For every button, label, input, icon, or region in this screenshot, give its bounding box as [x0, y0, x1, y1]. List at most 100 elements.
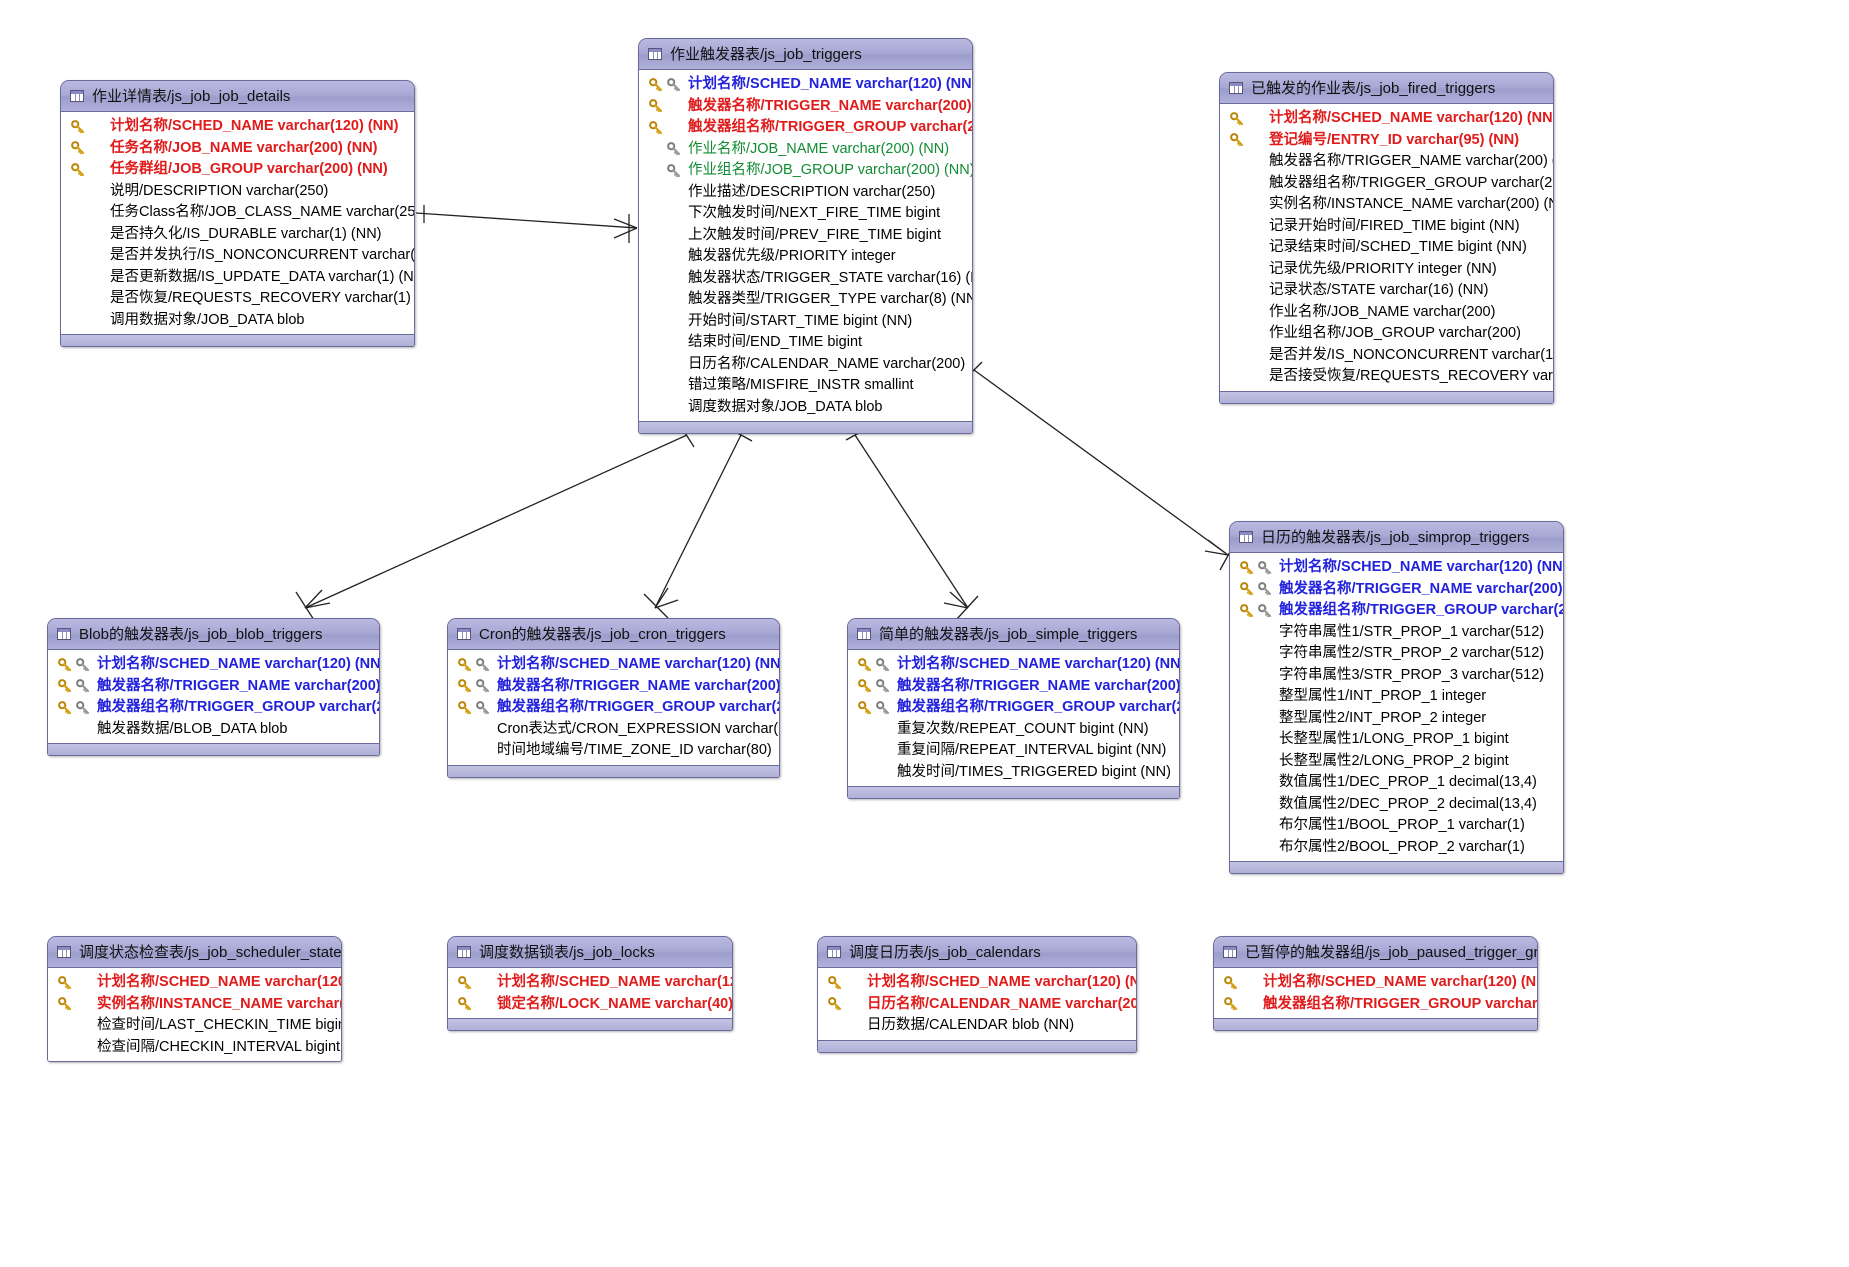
attribute-row[interactable]: 计划名称/SCHED_NAME varchar(120) (NN)	[48, 972, 341, 994]
attribute-row[interactable]: 实例名称/INSTANCE_NAME varchar(200) (NN)	[1220, 194, 1553, 216]
attribute-row[interactable]: 作业名称/JOB_NAME varchar(200) (NN)	[639, 139, 972, 161]
attribute-row[interactable]: 调用数据对象/JOB_DATA blob	[61, 310, 414, 332]
attribute-row[interactable]: 结束时间/END_TIME bigint	[639, 332, 972, 354]
attribute-row[interactable]: 触发器名称/TRIGGER_NAME varchar(200) (NN)	[48, 676, 379, 698]
attribute-label: 计划名称/SCHED_NAME varchar(120) (NN)	[1279, 559, 1564, 575]
attribute-row[interactable]: 计划名称/SCHED_NAME varchar(120) (NN)	[1220, 108, 1553, 130]
attribute-row[interactable]: 触发时间/TIMES_TRIGGERED bigint (NN)	[848, 762, 1179, 784]
attribute-row[interactable]: 时间地域编号/TIME_ZONE_ID varchar(80)	[448, 740, 779, 762]
attribute-row[interactable]: 记录状态/STATE varchar(16) (NN)	[1220, 280, 1553, 302]
attribute-row[interactable]: 说明/DESCRIPTION varchar(250)	[61, 181, 414, 203]
attribute-row[interactable]: 触发器优先级/PRIORITY integer	[639, 246, 972, 268]
attribute-row[interactable]: 触发器组名称/TRIGGER_GROUP varchar(200) (NN)	[1214, 994, 1537, 1016]
attribute-row[interactable]: 是否接受恢复/REQUESTS_RECOVERY varchar(1)	[1220, 366, 1553, 388]
attribute-row[interactable]: 触发器名称/TRIGGER_NAME varchar(200) (NN)	[639, 96, 972, 118]
attribute-row[interactable]: 下次触发时间/NEXT_FIRE_TIME bigint	[639, 203, 972, 225]
entity-triggers[interactable]: 作业触发器表/js_job_triggers 计划名称/SCHED_NAME v…	[638, 38, 973, 434]
attribute-row[interactable]: 检查时间/LAST_CHECKIN_TIME bigint (NN)	[48, 1015, 341, 1037]
attribute-row[interactable]: 计划名称/SCHED_NAME varchar(120) (NN)	[48, 654, 379, 676]
attribute-row[interactable]: 重复次数/REPEAT_COUNT bigint (NN)	[848, 719, 1179, 741]
attribute-row[interactable]: 触发器名称/TRIGGER_NAME varchar(200) (NN)	[448, 676, 779, 698]
entity-calendars[interactable]: 调度日历表/js_job_calendars 计划名称/SCHED_NAME v…	[817, 936, 1137, 1053]
attribute-row[interactable]: 整型属性2/INT_PROP_2 integer	[1230, 708, 1563, 730]
entity-paused_trigger_grps[interactable]: 已暂停的触发器组/js_job_paused_trigger_grps 计划名称…	[1213, 936, 1538, 1031]
attribute-row[interactable]: 检查间隔/CHECKIN_INTERVAL bigint (NN)	[48, 1037, 341, 1059]
attribute-row[interactable]: 错过策略/MISFIRE_INSTR smallint	[639, 375, 972, 397]
attribute-row[interactable]: 计划名称/SCHED_NAME varchar(120) (NN)	[448, 654, 779, 676]
attribute-row[interactable]: 作业名称/JOB_NAME varchar(200)	[1220, 302, 1553, 324]
attribute-row[interactable]: 任务名称/JOB_NAME varchar(200) (NN)	[61, 138, 414, 160]
attribute-row[interactable]: 计划名称/SCHED_NAME varchar(120) (NN)	[848, 654, 1179, 676]
entity-title-text: Cron的触发器表/js_job_cron_triggers	[479, 626, 726, 643]
attribute-row[interactable]: 调度数据对象/JOB_DATA blob	[639, 397, 972, 419]
attribute-row[interactable]: 作业组名称/JOB_GROUP varchar(200)	[1220, 323, 1553, 345]
attribute-label: 触发器名称/TRIGGER_NAME varchar(200) (NN)	[1279, 580, 1563, 597]
entity-locks[interactable]: 调度数据锁表/js_job_locks 计划名称/SCHED_NAME varc…	[447, 936, 733, 1031]
attribute-row[interactable]: 是否更新数据/IS_UPDATE_DATA varchar(1) (NN)	[61, 267, 414, 289]
attribute-row[interactable]: 计划名称/SCHED_NAME varchar(120) (NN)	[1230, 557, 1563, 579]
attribute-row[interactable]: 布尔属性2/BOOL_PROP_2 varchar(1)	[1230, 837, 1563, 859]
attribute-row[interactable]: 记录结束时间/SCHED_TIME bigint (NN)	[1220, 237, 1553, 259]
foreign-key-icon	[665, 75, 683, 95]
attribute-row[interactable]: 触发器组名称/TRIGGER_GROUP varchar(200) (NN)	[639, 117, 972, 139]
attribute-row[interactable]: 锁定名称/LOCK_NAME varchar(40) (NN)	[448, 994, 732, 1016]
attribute-row[interactable]: 触发器组名称/TRIGGER_GROUP varchar(200) (NN)	[48, 697, 379, 719]
attribute-row[interactable]: 触发器名称/TRIGGER_NAME varchar(200) (NN)	[1220, 151, 1553, 173]
attribute-row[interactable]: 作业组名称/JOB_GROUP varchar(200) (NN)	[639, 160, 972, 182]
attribute-row[interactable]: 触发器组名称/TRIGGER_GROUP varchar(200) (NN)	[448, 697, 779, 719]
entity-simple_triggers[interactable]: 简单的触发器表/js_job_simple_triggers 计划名称/SCHE…	[847, 618, 1180, 799]
rel-job-details-to-triggers	[415, 205, 638, 243]
attribute-row[interactable]: 是否并发/IS_NONCONCURRENT varchar(1)	[1220, 345, 1553, 367]
attribute-row[interactable]: 整型属性1/INT_PROP_1 integer	[1230, 686, 1563, 708]
attribute-row[interactable]: 任务Class名称/JOB_CLASS_NAME varchar(250) (N…	[61, 202, 414, 224]
attribute-row[interactable]: 触发器组名称/TRIGGER_GROUP varchar(200) (NN)	[848, 697, 1179, 719]
entity-blob_triggers[interactable]: Blob的触发器表/js_job_blob_triggers 计划名称/SCHE…	[47, 618, 380, 756]
attribute-row[interactable]: 触发器组名称/TRIGGER_GROUP varchar(200) (NN)	[1220, 173, 1553, 195]
attribute-row[interactable]: 是否并发执行/IS_NONCONCURRENT varchar(1) (NN)	[61, 245, 414, 267]
attribute-row[interactable]: 计划名称/SCHED_NAME varchar(120) (NN)	[61, 116, 414, 138]
attribute-row[interactable]: 数值属性2/DEC_PROP_2 decimal(13,4)	[1230, 794, 1563, 816]
attribute-row[interactable]: Cron表达式/CRON_EXPRESSION varchar(120) (NN…	[448, 719, 779, 741]
attribute-row[interactable]: 触发器名称/TRIGGER_NAME varchar(200) (NN)	[1230, 579, 1563, 601]
attribute-row[interactable]: 布尔属性1/BOOL_PROP_1 varchar(1)	[1230, 815, 1563, 837]
entity-simprop_triggers[interactable]: 日历的触发器表/js_job_simprop_triggers 计划名称/SCH…	[1229, 521, 1564, 874]
entity-job_details[interactable]: 作业详情表/js_job_job_details 计划名称/SCHED_NAME…	[60, 80, 415, 347]
attribute-row[interactable]: 记录优先级/PRIORITY integer (NN)	[1220, 259, 1553, 281]
attribute-row[interactable]: 触发器组名称/TRIGGER_GROUP varchar(200) (NN)	[1230, 600, 1563, 622]
attribute-row[interactable]: 是否恢复/REQUESTS_RECOVERY varchar(1) (NN)	[61, 288, 414, 310]
attribute-row[interactable]: 登记编号/ENTRY_ID varchar(95) (NN)	[1220, 130, 1553, 152]
attribute-label: 字符串属性1/STR_PROP_1 varchar(512)	[1279, 623, 1545, 640]
attribute-row[interactable]: 日历名称/CALENDAR_NAME varchar(200)	[639, 354, 972, 376]
attribute-row[interactable]: 是否持久化/IS_DURABLE varchar(1) (NN)	[61, 224, 414, 246]
attribute-row[interactable]: 记录开始时间/FIRED_TIME bigint (NN)	[1220, 216, 1553, 238]
entity-cron_triggers[interactable]: Cron的触发器表/js_job_cron_triggers 计划名称/SCHE…	[447, 618, 780, 778]
attribute-row[interactable]: 重复间隔/REPEAT_INTERVAL bigint (NN)	[848, 740, 1179, 762]
attribute-row[interactable]: 触发器类型/TRIGGER_TYPE varchar(8) (NN)	[639, 289, 972, 311]
attribute-row[interactable]: 字符串属性3/STR_PROP_3 varchar(512)	[1230, 665, 1563, 687]
attribute-row[interactable]: 实例名称/INSTANCE_NAME varchar(200) (NN)	[48, 994, 341, 1016]
primary-key-icon	[69, 138, 87, 158]
attribute-row[interactable]: 长整型属性2/LONG_PROP_2 bigint	[1230, 751, 1563, 773]
attribute-row[interactable]: 日历名称/CALENDAR_NAME varchar(200) (NN)	[818, 994, 1136, 1016]
attribute-row[interactable]: 计划名称/SCHED_NAME varchar(120) (NN)	[639, 74, 972, 96]
attribute-row[interactable]: 计划名称/SCHED_NAME varchar(120) (NN)	[448, 972, 732, 994]
attribute-row[interactable]: 上次触发时间/PREV_FIRE_TIME bigint	[639, 225, 972, 247]
attribute-label: 计划名称/SCHED_NAME varchar(120) (NN)	[1269, 110, 1554, 126]
attribute-label: 触发时间/TIMES_TRIGGERED bigint (NN)	[897, 763, 1171, 780]
attribute-row[interactable]: 日历数据/CALENDAR blob (NN)	[818, 1015, 1136, 1037]
entity-fired_triggers[interactable]: 已触发的作业表/js_job_fired_triggers 计划名称/SCHED…	[1219, 72, 1554, 404]
fk-spacer	[1246, 130, 1264, 150]
attribute-row[interactable]: 作业描述/DESCRIPTION varchar(250)	[639, 182, 972, 204]
attribute-row[interactable]: 数值属性1/DEC_PROP_1 decimal(13,4)	[1230, 772, 1563, 794]
attribute-row[interactable]: 长整型属性1/LONG_PROP_1 bigint	[1230, 729, 1563, 751]
attribute-row[interactable]: 计划名称/SCHED_NAME varchar(120) (NN)	[1214, 972, 1537, 994]
attribute-row[interactable]: 计划名称/SCHED_NAME varchar(120) (NN)	[818, 972, 1136, 994]
attribute-row[interactable]: 字符串属性1/STR_PROP_1 varchar(512)	[1230, 622, 1563, 644]
entity-scheduler_state[interactable]: 调度状态检查表/js_job_scheduler_state 计划名称/SCHE…	[47, 936, 342, 1062]
attribute-row[interactable]: 开始时间/START_TIME bigint (NN)	[639, 311, 972, 333]
attribute-row[interactable]: 触发器名称/TRIGGER_NAME varchar(200) (NN)	[848, 676, 1179, 698]
attribute-row[interactable]: 任务群组/JOB_GROUP varchar(200) (NN)	[61, 159, 414, 181]
attribute-row[interactable]: 触发器状态/TRIGGER_STATE varchar(16) (NN)	[639, 268, 972, 290]
attribute-row[interactable]: 字符串属性2/STR_PROP_2 varchar(512)	[1230, 643, 1563, 665]
attribute-row[interactable]: 触发器数据/BLOB_DATA blob	[48, 719, 379, 741]
